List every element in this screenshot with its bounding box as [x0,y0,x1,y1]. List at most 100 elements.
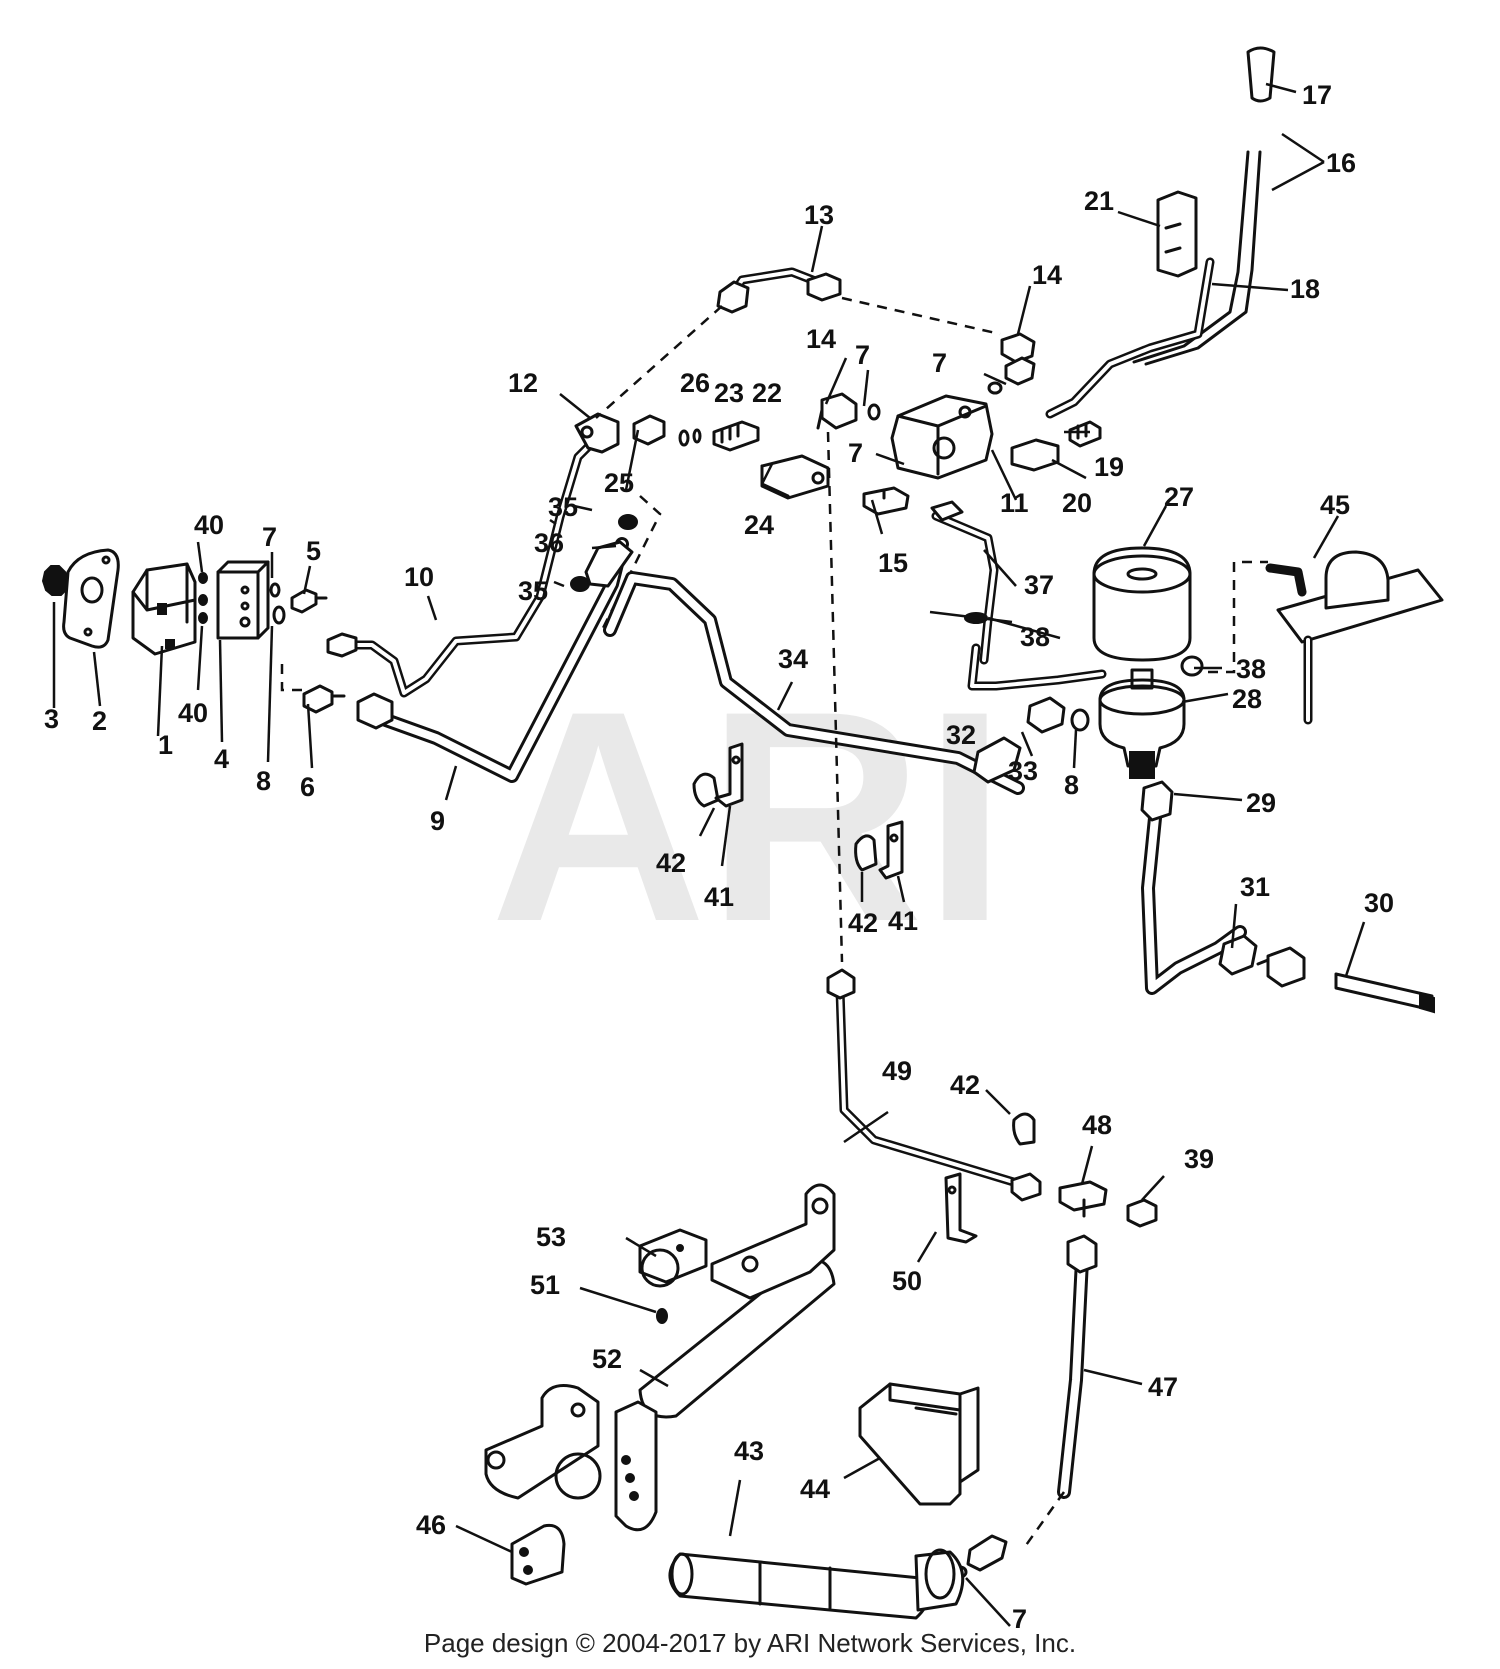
callout-19: 19 [1094,452,1124,482]
callout-46: 46 [416,1510,446,1540]
part-29-pressure-tube [1140,780,1258,995]
part-8-washer-right [1070,708,1090,732]
callout-23: 23 [714,378,744,408]
callout-49: 49 [882,1056,912,1086]
part-7-8-washers-left [269,582,286,625]
callout-7-center-top: 7 [855,340,870,370]
part-41-bracket-center [878,820,904,880]
callout-40-lower: 40 [178,698,208,728]
part-14-elbow-fitting-center [816,392,858,430]
part-33-elbow-fitting [972,696,1066,784]
callout-8-left: 8 [256,766,271,796]
callout-26: 26 [680,368,710,398]
callout-38-right: 38 [1236,654,1266,684]
part-9-hydraulic-tube [356,537,629,783]
callout-50: 50 [892,1266,922,1296]
part-21-bracket [1156,190,1198,278]
callout-42-center: 42 [848,908,878,938]
part-41-bracket-left [714,742,744,808]
callout-7-right-top: 7 [932,348,947,378]
callout-45: 45 [1320,490,1350,520]
callout-40-upper: 40 [194,510,224,540]
part-42-clamp-center [854,834,878,872]
callout-14-right: 14 [1032,260,1062,290]
part-40-o-rings [198,572,208,624]
part-49-tube [826,968,1042,1202]
callout-11: 11 [1000,488,1029,518]
callout-47: 47 [1148,1372,1178,1402]
callout-5: 5 [306,536,321,566]
part-7-washer-center-a [867,403,881,421]
part-34-return-tube [603,571,1025,795]
callout-35-upper: 35 [548,492,578,522]
callout-34: 34 [778,644,808,674]
callout-12: 12 [508,368,538,398]
part-1-valve-housing [131,562,197,656]
callout-7-left: 7 [262,522,277,552]
callout-24: 24 [744,510,774,540]
callout-53: 53 [536,1222,566,1252]
part-52-rockshaft [484,1183,836,1532]
part-35-hose-clamp-lower [570,576,590,592]
callout-25: 25 [604,468,634,498]
part-37-elbow-tube [930,500,999,665]
part-4-manifold-block [216,560,270,640]
callout-1: 1 [158,730,173,760]
part-31-adapter-fitting [1256,946,1306,988]
part-36-hose [584,540,634,588]
part-25-fitting [632,414,666,446]
part-7-washer-right-top [987,381,1003,395]
callout-44: 44 [800,1474,830,1504]
part-35-hose-clamp-upper [618,514,638,530]
part-45-reservoir [1265,550,1444,725]
part-42-clamp-left [692,772,720,808]
callout-33: 33 [1008,756,1038,786]
callout-9: 9 [430,806,445,836]
callout-7-center: 7 [848,438,863,468]
part-17-grip [1246,46,1276,103]
part-2-gasket [62,548,120,649]
part-47-hose [1057,1234,1098,1499]
callout-22: 22 [752,378,782,408]
callout-27: 27 [1164,482,1194,512]
callout-42-lower: 42 [950,1070,980,1100]
copyright-footer: Page design © 2004-2017 by ARI Network S… [423,1628,1077,1658]
part-38-hose-clamp-right [1180,655,1204,677]
part-32-hose [967,643,1107,691]
callout-28: 28 [1232,684,1262,714]
part-39-cap [1126,1198,1158,1228]
callout-2: 2 [92,706,107,736]
part-50-bracket [944,1172,978,1244]
callout-10: 10 [404,562,434,592]
callout-51: 51 [530,1270,560,1300]
callout-20: 20 [1062,488,1092,518]
part-fitting-bottom [966,1534,1008,1572]
assembly-line-left [280,664,302,692]
part-16-control-lever [1132,150,1262,366]
part-19-spring [1068,420,1102,448]
part-46-bracket [510,1523,566,1586]
assembly-line-13-to-12 [595,305,723,419]
part-11-control-valve [890,394,994,480]
part-10-hydraulic-tube [326,430,605,698]
callout-41-center: 41 [888,906,918,936]
callout-17: 17 [1302,80,1332,110]
callout-8-right: 8 [1064,770,1079,800]
callout-36: 36 [534,528,564,558]
part-43-hydraulic-cylinder [668,1548,965,1620]
callout-16: 16 [1326,148,1356,178]
callout-48: 48 [1082,1110,1112,1140]
leader-lines [52,82,1366,1627]
callout-4: 4 [214,744,229,774]
callout-15: 15 [878,548,908,578]
callout-32: 32 [946,720,976,750]
part-28-filter-adapter [1098,668,1186,779]
callout-30: 30 [1364,888,1394,918]
part-13-tube [716,267,842,314]
part-27-oil-filter [1092,546,1192,662]
part-5-fitting [290,588,328,614]
part-53-clamp-block [638,1228,708,1288]
callout-52: 52 [592,1344,622,1374]
callout-numbers: 1 2 3 4 5 6 7 7 7 7 7 8 8 9 10 11 12 13 … [44,80,1394,1634]
part-26-23-o-rings [678,428,702,447]
